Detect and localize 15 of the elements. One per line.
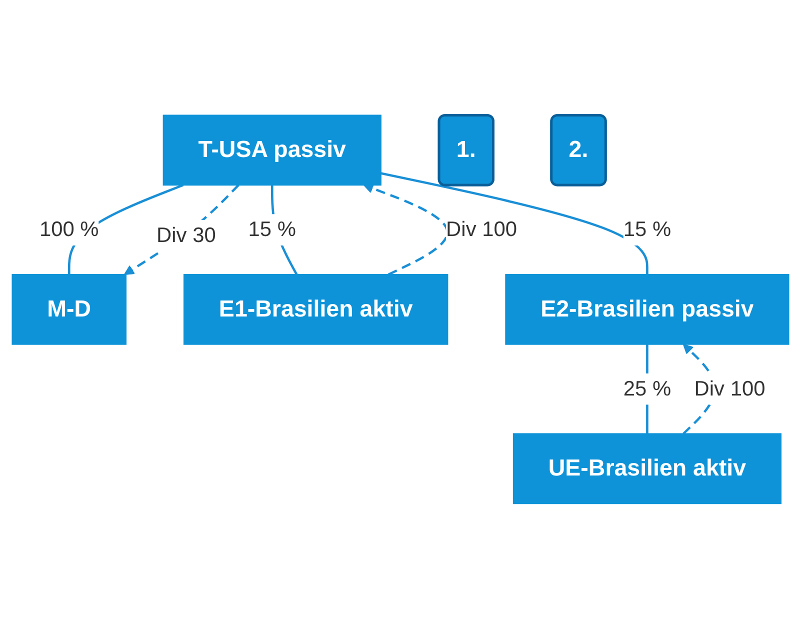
node-box: T-USA passiv	[162, 114, 382, 186]
node-box: UE-Brasilien aktiv	[512, 432, 782, 504]
edge-label: Div 100	[446, 217, 517, 240]
edge-label: 25 %	[623, 376, 672, 400]
arrow	[363, 183, 448, 276]
connector	[380, 172, 648, 274]
edge-label: 100 %	[39, 217, 99, 240]
node-box: E1-Brasilien aktiv	[183, 274, 448, 344]
node-box: E2-Brasilien passiv	[505, 274, 790, 344]
edge-label: Div 100	[694, 376, 766, 400]
arrow	[124, 184, 240, 275]
edge-label: Div 30	[156, 222, 216, 246]
node-box: M-D	[12, 274, 127, 344]
edge-label: 15 %	[248, 217, 296, 240]
edge-label: 15 %	[623, 217, 672, 240]
